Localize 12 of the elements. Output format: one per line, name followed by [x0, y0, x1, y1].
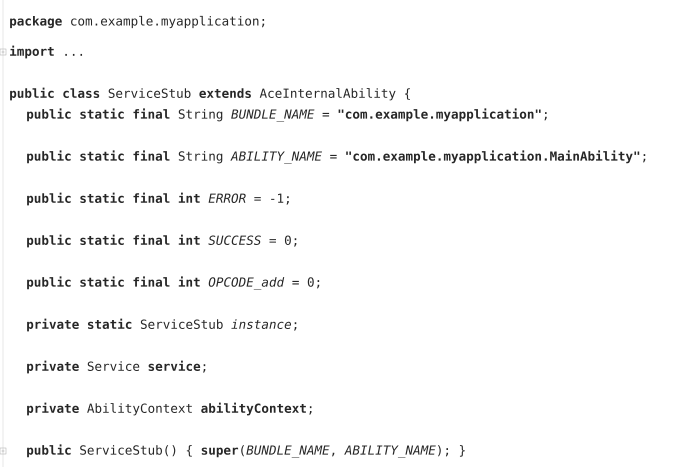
code-line: private static ServiceStub instance; — [27, 318, 296, 332]
code-line: private AbilityContext abilityContext; — [27, 402, 312, 416]
code-line: package com.example.myapplication; — [10, 16, 264, 28]
code-line: private Service service; — [27, 360, 206, 374]
code-line: public static final int ERROR = -1; — [27, 192, 289, 206]
code-line: public static final int SUCCESS = 0; — [27, 234, 296, 248]
code-line: public static final String BUNDLE_NAME = "com.example.myapplication"; — [27, 108, 547, 122]
code-line: public static final int OPCODE_add = 0; — [27, 276, 320, 290]
code-line: public ServiceStub() { super(BUNDLE_NAME, ABILITY_NAME); } — [27, 444, 465, 458]
code-line: public static final String ABILITY_NAME = "com.example.myapplication.MainAbility"; — [27, 150, 646, 164]
code-line: import ... — [10, 46, 82, 58]
code-line: public class ServiceStub extends AceInternalAbility { — [10, 88, 410, 100]
